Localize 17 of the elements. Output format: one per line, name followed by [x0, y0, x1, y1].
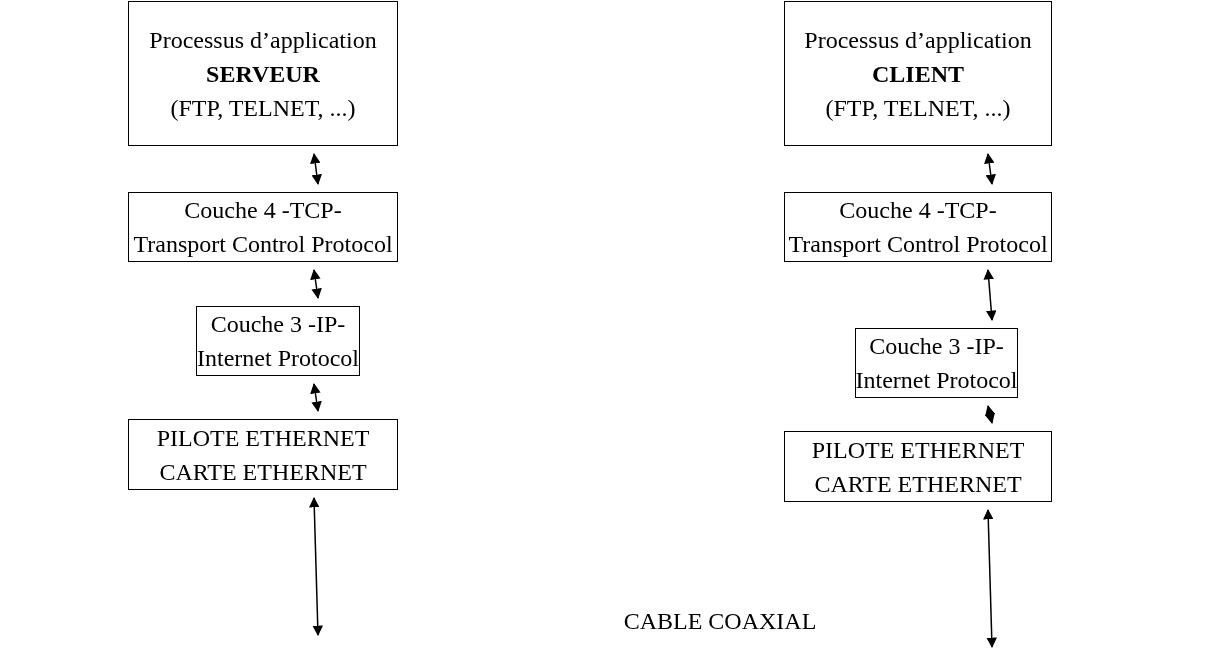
layer-box: Couche 4 -TCP- Transport Control Protocol: [784, 192, 1052, 262]
double-arrow: [983, 508, 997, 649]
double-arrow: [310, 152, 322, 186]
layer-box: Couche 3 -IP- Internet Protocol: [855, 328, 1018, 398]
layer-box: PILOTE ETHERNET CARTE ETHERNET: [784, 431, 1052, 502]
layer-box: Processus d’application SERVEUR (FTP, TELNET, ...): [128, 1, 398, 146]
layer-box: Couche 4 -TCP- Transport Control Protocol: [128, 192, 398, 262]
double-arrow: [310, 268, 322, 300]
double-arrow: [309, 496, 323, 637]
double-arrow: [983, 268, 997, 322]
double-arrow: [984, 152, 996, 186]
double-arrow: [310, 382, 322, 413]
layer-box: Couche 3 -IP- Internet Protocol: [196, 306, 360, 376]
layer-box: Processus d’application CLIENT (FTP, TELNET, ...): [784, 1, 1052, 146]
medium-label: CABLE COAXIAL: [600, 606, 840, 636]
layer-box: PILOTE ETHERNET CARTE ETHERNET: [128, 419, 398, 490]
double-arrow: [984, 405, 996, 424]
